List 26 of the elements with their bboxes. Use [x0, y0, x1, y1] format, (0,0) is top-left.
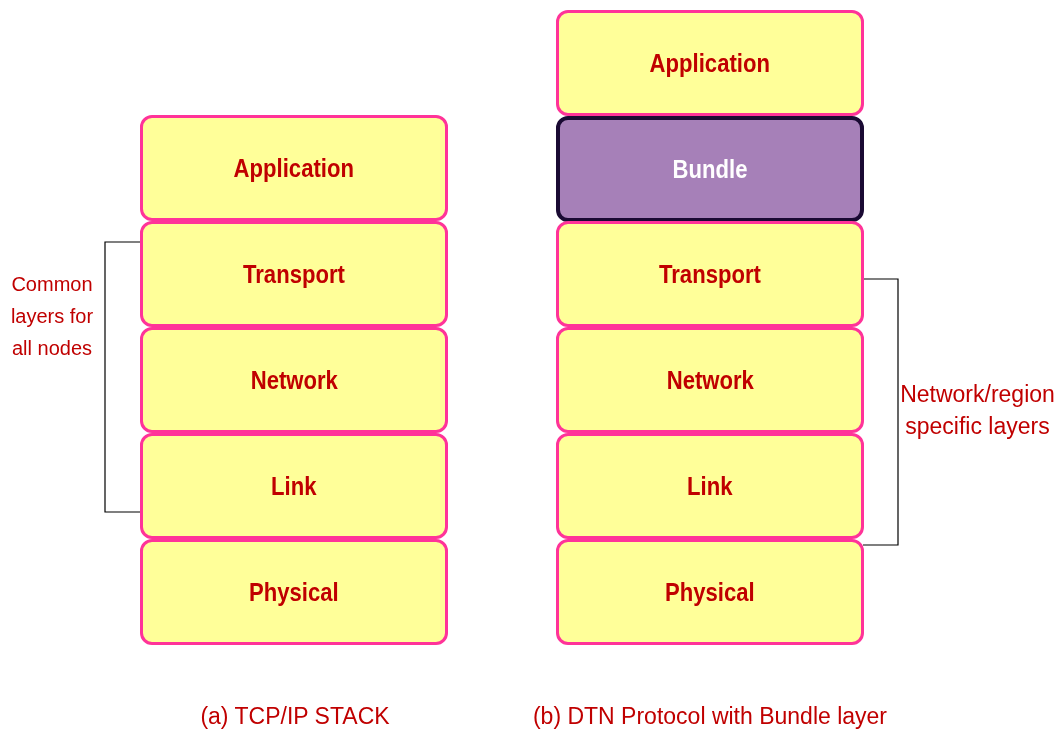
layer-box [140, 327, 448, 433]
layer-box [556, 327, 864, 433]
layer-name: Physical [665, 576, 755, 608]
layer-name: Application [649, 47, 771, 79]
layer-name: Bundle [672, 153, 748, 185]
stack-caption: (b) DTN Protocol with Bundle layer [531, 702, 889, 731]
layer-box [140, 433, 448, 539]
layer-box [556, 433, 864, 539]
layer-box [556, 221, 864, 327]
layer-name: Transport [659, 258, 761, 290]
layer-box [140, 221, 448, 327]
bracket-note: Common layers for all nodes [9, 272, 95, 361]
stack-caption: (a) TCP/IP STACK [199, 702, 391, 731]
layer-name: Link [687, 470, 733, 502]
layer-box [556, 539, 864, 645]
layer-box [140, 539, 448, 645]
layer-name: Physical [249, 576, 339, 608]
layer-name: Transport [243, 258, 345, 290]
layer-name: Network [666, 364, 754, 396]
layer-box [140, 115, 448, 221]
layer-box [556, 10, 864, 116]
layer-name: Link [271, 470, 317, 502]
layer-name: Application [233, 152, 355, 184]
layer-name: Network [250, 364, 338, 396]
bracket-note: Network/region specific layers [899, 380, 1056, 442]
layer-box [556, 116, 864, 222]
